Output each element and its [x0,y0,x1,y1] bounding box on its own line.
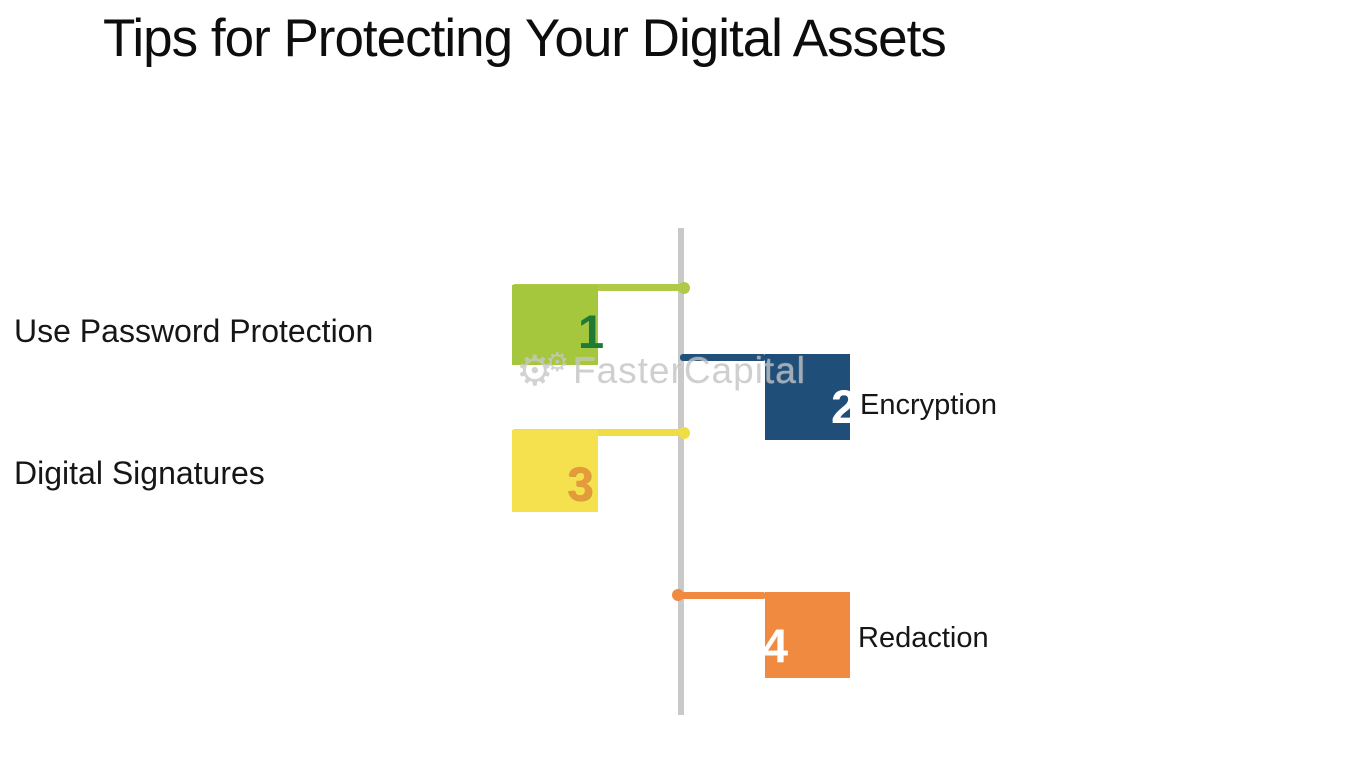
flag-connector-bar-3 [512,429,687,436]
flag-number-3: 3 [567,457,594,510]
flag-connector-dot-1 [678,282,690,294]
item-label-encryption: Encryption [860,389,998,421]
flag-connector-bar-2 [680,354,766,361]
item-label-redaction: Redaction [858,622,989,654]
flag-box-3 [512,430,598,512]
flag-box-1 [512,285,598,365]
flag-connector-dot-3 [678,427,690,439]
flag-connector-bar-4 [675,592,766,599]
flag-box-4 [765,592,850,678]
timeline-axis [678,228,684,715]
flag-number-1: 1 [578,305,605,358]
page-title: Tips for Protecting Your Digital Assets [103,9,947,68]
flag-number-2: 2 [831,380,858,433]
item-label-digital-signatures: Digital Signatures [14,455,265,491]
item-label-use-password-protection: Use Password Protection [14,313,374,349]
flag-connector-dot-4 [672,589,684,601]
flag-number-4: 4 [762,619,789,672]
flag-connector-bar-1 [512,284,687,291]
flag-box-2 [765,354,850,440]
